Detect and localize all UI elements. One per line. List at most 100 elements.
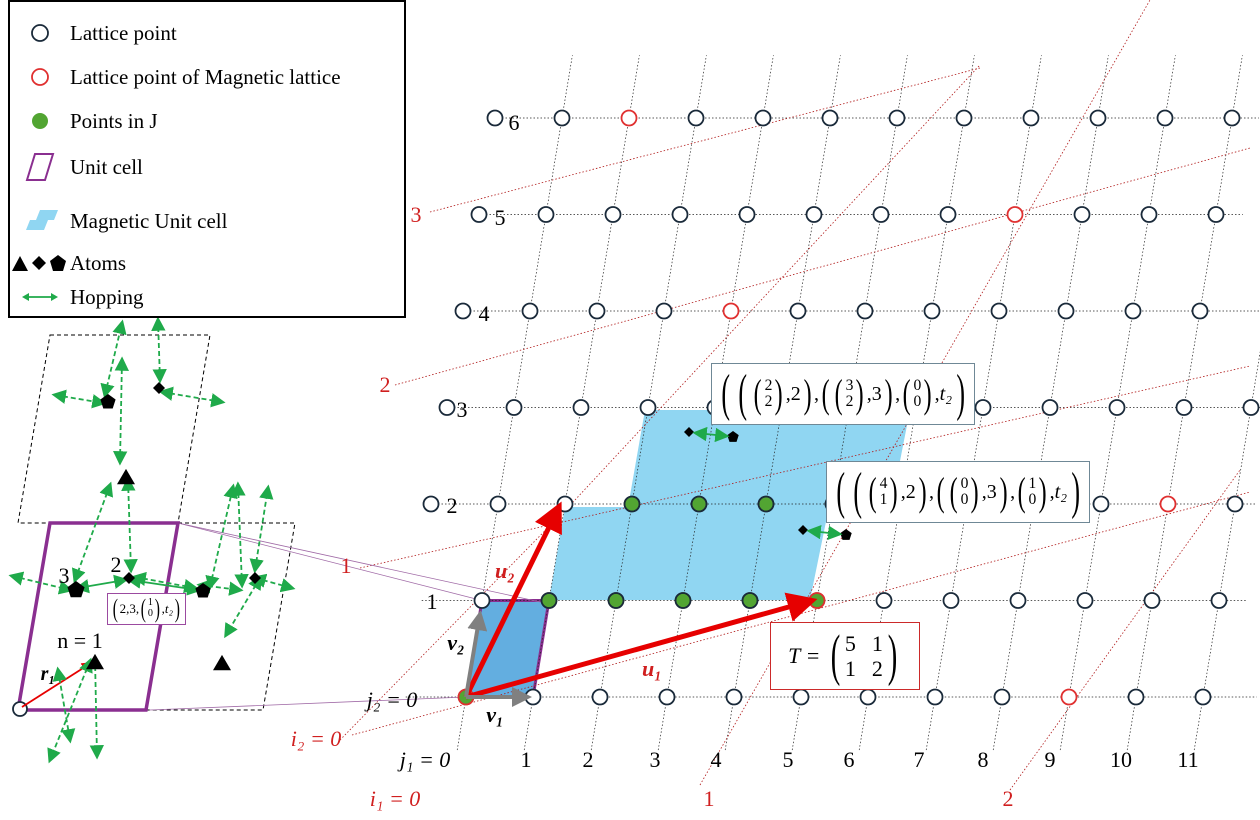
legend-item-hopping: Hopping (10, 282, 144, 312)
i1-tick-label: 2 (1003, 786, 1014, 811)
vector-v2 (464, 610, 488, 698)
j1-tick-label: 5 (783, 747, 794, 772)
lattice-point (1140, 206, 1158, 223)
atom-triangle (86, 653, 104, 670)
magnetic-lattice-line (394, 147, 1251, 386)
hopping-arrow (88, 654, 104, 760)
u1-label: u₁ (642, 656, 662, 681)
magnetic-lattice-line (574, 64, 981, 501)
j1-tick-label: 10 (1110, 747, 1132, 772)
magnetic-lattice-point (1159, 495, 1177, 513)
matrix-m21: 1 (844, 655, 856, 681)
hopping-arrow (205, 483, 238, 591)
tuple1-t: t₂ (939, 382, 953, 405)
lattice-point (655, 302, 673, 320)
v2-label: v₂ (447, 630, 464, 655)
lattice-point (1108, 399, 1126, 416)
lattice-point (553, 109, 571, 127)
matrix-m22: 2 (871, 655, 883, 681)
zoom-guide-line (149, 696, 467, 711)
j2-tick-label: 3 (457, 397, 468, 422)
atom-label-2: 2 (111, 552, 122, 577)
lattice-point (454, 302, 472, 320)
hopping-arrow (8, 571, 74, 595)
j2-tick-label: 6 (509, 110, 520, 135)
lattice-point (1156, 109, 1174, 127)
lattice-point (591, 688, 609, 706)
legend-label: Magnetic Unit cell (70, 208, 228, 233)
atom-pentagon (67, 581, 85, 598)
j1-tick-label: 1 (521, 747, 532, 772)
tuple1-c1: 3 (845, 376, 854, 394)
lattice-point (725, 688, 743, 706)
tuple1-c2: 2 (845, 393, 854, 410)
lattice-point (524, 688, 542, 706)
lattice-point (1191, 302, 1209, 320)
tuple2-e2: 0 (1028, 491, 1037, 508)
legend-item-lattice-point: Lattice point (10, 18, 177, 48)
lattice-point (690, 495, 708, 513)
lattice-point (875, 592, 893, 609)
hop-small-a: 2 (119, 601, 127, 616)
legend-item-atoms: Atoms (10, 248, 126, 278)
lattice-point (942, 592, 960, 609)
hopping-arrow (224, 574, 262, 639)
j1-tick-label: 6 (844, 747, 855, 772)
lattice-point (537, 206, 555, 223)
lattice-point (438, 399, 456, 416)
lattice-point (859, 688, 877, 706)
lattice-point (888, 109, 906, 127)
legend-label: Points in J (70, 108, 158, 133)
cell-index-label: n = 1 (57, 628, 102, 653)
lattice-point (939, 206, 957, 223)
atom-pentagon (727, 431, 739, 442)
magnetic-lattice-point (620, 109, 638, 127)
lattice-point (757, 495, 775, 513)
magnetic-cell-icon (10, 206, 70, 236)
magnetic-lattice-line (359, 365, 1251, 569)
zoom-guide-line (177, 522, 546, 604)
hopping-arrow (251, 573, 296, 593)
legend-label: Lattice point (70, 20, 177, 45)
lattice-point (741, 592, 759, 609)
lattice-point (923, 302, 941, 320)
tuple2-c2: 0 (960, 491, 969, 508)
lattice-point (658, 688, 676, 706)
transformation-matrix: T = ( 5 1 1 2 ) (770, 622, 920, 690)
lattice-point (623, 495, 641, 513)
j1-tick-label: 9 (1045, 747, 1056, 772)
i1-axis-label: i₁ = 0 (370, 786, 421, 811)
atom-label-3: 3 (59, 563, 70, 588)
lattice-point (974, 399, 992, 416)
hopping-arrow (74, 574, 129, 594)
matrix-label: T = (788, 643, 821, 668)
lattice-point (1092, 495, 1110, 513)
atom-pentagon (195, 583, 211, 598)
green-filled-circle-icon (10, 106, 70, 136)
j1-tick-label: 8 (978, 747, 989, 772)
lattice-point (1009, 592, 1027, 609)
tuple2-b: 2 (905, 480, 916, 503)
vector-u1 (465, 592, 818, 700)
lattice-point (738, 206, 756, 223)
tuple2-c1: 0 (960, 474, 969, 492)
j1-tick-label: 3 (650, 747, 661, 772)
lattice-point (955, 109, 973, 127)
lattice-point (422, 495, 440, 513)
lattice-point (1073, 206, 1091, 223)
j1-tick-label: 4 (711, 747, 722, 772)
hopping-arrow (51, 389, 107, 409)
legend-item-points-in-j: Points in J (10, 106, 158, 136)
r1-label: r₁ (41, 663, 56, 685)
lattice-point (1194, 688, 1212, 706)
lattice-point (1127, 688, 1145, 706)
hopping-arrow (158, 386, 226, 408)
i2-tick-label: 3 (411, 202, 422, 227)
lattice-point (805, 206, 823, 223)
lattice-point (993, 688, 1011, 706)
lattice-point (588, 302, 606, 320)
u2-label: u₂ (495, 558, 515, 583)
lattice-point (572, 399, 590, 416)
tuple1-a2: 2 (764, 393, 773, 410)
